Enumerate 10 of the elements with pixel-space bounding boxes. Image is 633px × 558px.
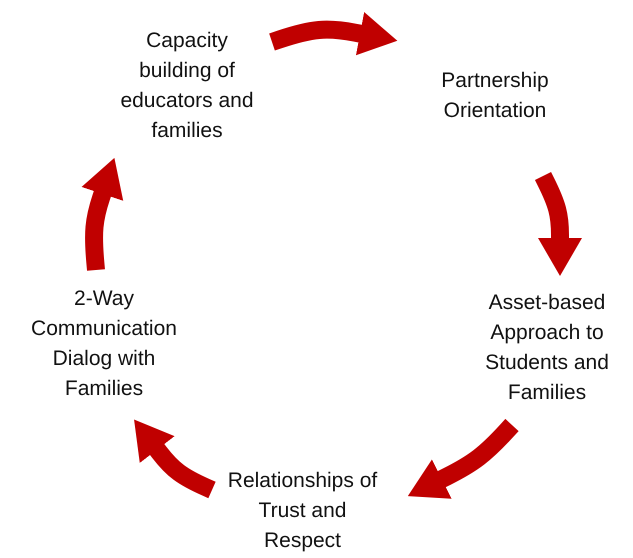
curved-arrow (408, 418, 519, 499)
curved-arrow (534, 172, 582, 276)
curved-arrow (269, 12, 398, 56)
step-label: Capacity building of educators and families (119, 28, 255, 144)
curved-arrow (134, 419, 216, 498)
step-label: Partnership Orientation (440, 68, 550, 124)
curved-arrow (82, 158, 124, 272)
step-label: Asset-based Approach to Students and Families (484, 290, 610, 406)
step-label: Relationships of Trust and Respect (226, 468, 378, 554)
step-label: 2-Way Communication Dialog with Families (30, 286, 178, 402)
